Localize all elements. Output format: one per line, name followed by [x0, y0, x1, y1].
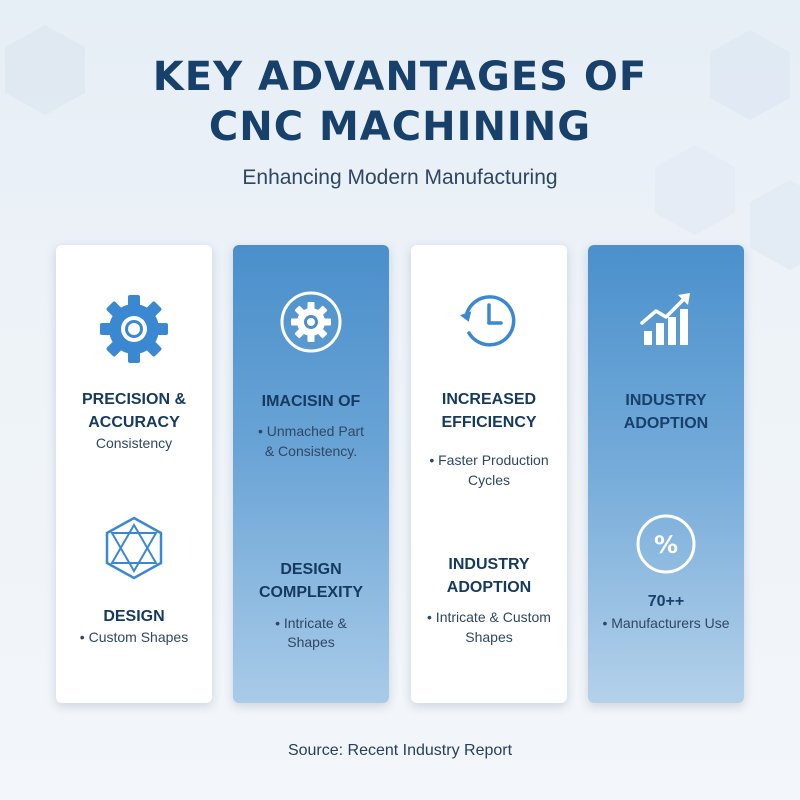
card-text: • Custom Shapes: [79, 629, 189, 645]
background-hexagon: [750, 180, 800, 270]
card-heading: EFFICIENCY: [441, 414, 537, 431]
card-heading: INDUSTRY: [625, 392, 707, 409]
card-heading: PRECISION &: [81, 391, 186, 408]
card-text: • Intricate &: [275, 615, 347, 631]
card-heading: IMACISIN OF: [261, 393, 361, 410]
page-subtitle: Enhancing Modern Manufacturing: [242, 166, 558, 189]
card-text: • Intricate & Custom: [427, 609, 551, 625]
card-text: Shapes: [465, 629, 513, 645]
card-efficiency: INCREASED EFFICIENCY • Faster Production…: [411, 245, 567, 703]
gear-circle-icon: [233, 289, 389, 355]
geometric-shape-icon: [56, 515, 212, 581]
card-text: • Faster Production: [429, 452, 549, 468]
card-heading: DESIGN: [280, 561, 342, 578]
card-imacisin: IMACISIN OF • Unmached Part & Consistenc…: [233, 245, 389, 703]
growth-chart-icon: [588, 289, 744, 353]
card-heading: ADOPTION: [446, 579, 532, 596]
card-text: Cycles: [467, 472, 510, 488]
card-stat: 70++: [647, 593, 685, 610]
card-text: Consistency: [95, 435, 173, 451]
source-note: Source: Recent Industry Report: [287, 742, 513, 759]
card-industry-adoption: INDUSTRY ADOPTION % 70++ • Manufacturers…: [588, 245, 744, 703]
card-heading: COMPLEXITY: [258, 584, 363, 601]
card-heading: INCREASED: [441, 391, 537, 408]
svg-text:%: %: [654, 531, 678, 559]
card-text: Shapes: [287, 634, 335, 650]
gear-icon: [56, 293, 212, 365]
card-heading: INDUSTRY: [448, 556, 530, 573]
percent-icon: %: [588, 513, 744, 575]
card-heading: ADOPTION: [623, 415, 709, 432]
background-hexagon: [655, 145, 735, 235]
page-title-line-2: CNC MACHINING: [208, 104, 592, 150]
card-text: • Manufacturers Use: [602, 615, 730, 631]
clock-icon: [411, 287, 567, 355]
card-text: • Unmached Part: [257, 423, 365, 439]
card-precision: PRECISION & ACCURACY Consistency DESIGN …: [56, 245, 212, 703]
card-heading: DESIGN: [103, 608, 165, 625]
page-title-line-1: KEY ADVANTAGES OF: [152, 54, 648, 100]
card-text: & Consistency.: [264, 443, 358, 459]
card-heading: ACCURACY: [88, 414, 180, 431]
